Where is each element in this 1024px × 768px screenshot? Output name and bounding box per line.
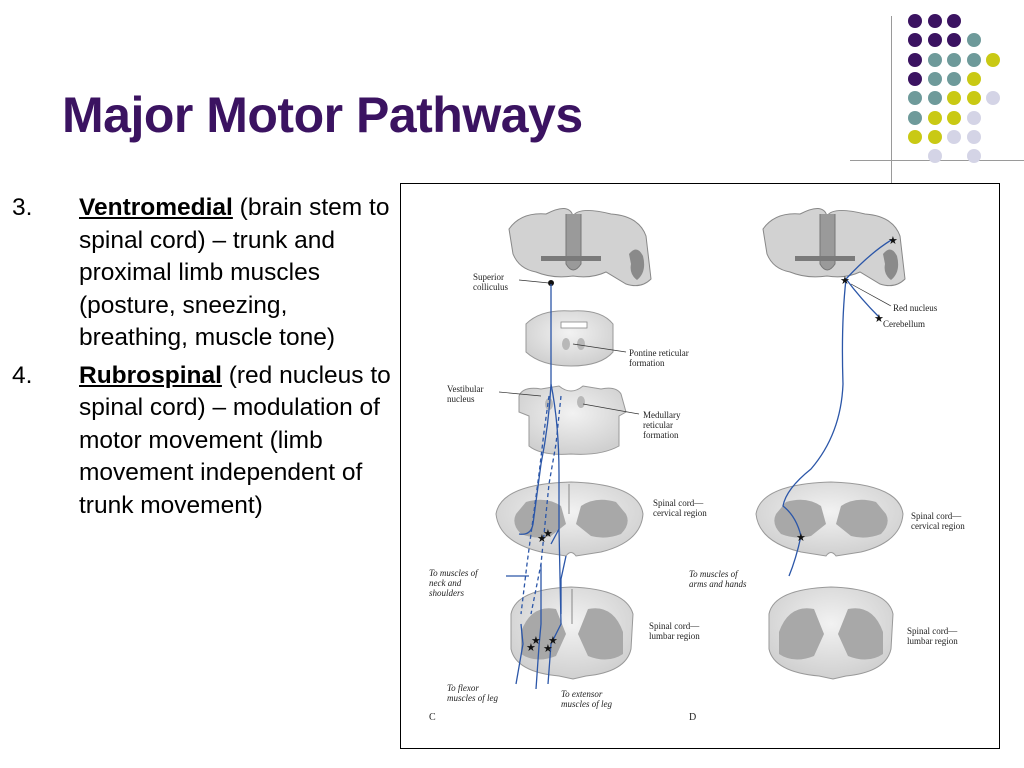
panel-letter-d: D — [689, 712, 696, 723]
decorative-dot — [966, 33, 981, 48]
leader-lines-c — [498, 279, 640, 415]
bullet-item-ventromedial: 3. Ventromedial (brain stem to spinal co… — [12, 192, 396, 355]
pathway-diagram: ★ ★ ★ ★ ★ ★ Superior colliculus Pontine … — [429, 208, 965, 723]
star-marker: ★ — [796, 531, 806, 544]
star-marker: ★ — [531, 634, 541, 647]
decorative-dot — [966, 149, 981, 164]
bullet-text: (red nucleus to spinal cord) – modulatio… — [79, 361, 391, 519]
decorative-dot — [908, 33, 922, 48]
bullet-number: 3. — [12, 194, 33, 221]
bullet-term: Ventromedial — [79, 194, 233, 221]
medulla-section-c — [518, 385, 627, 455]
decorative-vertical-line — [891, 16, 892, 184]
label-pontine-reticular-formation: Pontine reticular formation — [629, 348, 691, 368]
star-marker: ★ — [548, 634, 558, 647]
bullet-term: Rubrospinal — [79, 361, 222, 389]
lumbar-cord-section-c — [510, 586, 634, 680]
panel-letter-c: C — [429, 712, 436, 723]
decorative-dot — [908, 110, 922, 125]
cervical-cord-section-d — [755, 481, 904, 557]
decorative-dot — [927, 110, 942, 125]
decorative-dot — [927, 149, 942, 164]
decorative-dot — [927, 129, 942, 144]
label-lumbar-region-c: Spinal cord— lumbar region — [649, 621, 702, 641]
decorative-dot — [966, 91, 981, 106]
decorative-dot — [947, 129, 961, 144]
decorative-dot — [947, 91, 961, 106]
decorative-dot — [947, 52, 961, 67]
label-medullary-reticular-formation: Medullary reticular formation — [643, 410, 683, 440]
bullet-text: (brain stem to spinal cord) – trunk and … — [79, 194, 390, 351]
decorative-dot — [908, 52, 922, 67]
decorative-dot — [986, 91, 1000, 106]
star-marker: ★ — [874, 312, 884, 325]
label-neck-shoulders: To muscles of neck and shoulders — [429, 568, 480, 598]
star-marker: ★ — [543, 642, 553, 655]
leader-lines-d — [850, 283, 892, 307]
label-red-nucleus: Red nucleus — [893, 303, 938, 313]
decorative-dot — [947, 110, 961, 125]
decorative-dot — [966, 71, 981, 86]
label-vestibular-nucleus: Vestibular nucleus — [447, 384, 486, 404]
decorative-dot — [966, 129, 981, 144]
label-lumbar-region-d: Spinal cord— lumbar region — [907, 626, 960, 646]
label-flexor-muscles: To flexor muscles of leg — [447, 683, 498, 703]
label-cervical-region-d: Spinal cord— cervical region — [911, 511, 965, 531]
decorative-dot — [986, 52, 1000, 67]
bullet-number: 4. — [12, 361, 33, 389]
star-marker: ★ — [888, 234, 898, 247]
decorative-dot — [966, 110, 981, 125]
star-marker: ★ — [537, 532, 547, 545]
label-cerebellum: Cerebellum — [883, 319, 925, 329]
decorative-dot — [966, 52, 981, 67]
decorative-dot — [927, 14, 942, 28]
bullet-list: 3. Ventromedial (brain stem to spinal co… — [12, 192, 396, 527]
motor-pathways-figure: ★ ★ ★ ★ ★ ★ Superior colliculus Pontine … — [400, 183, 1000, 749]
decorative-dot — [927, 52, 942, 67]
decorative-dot — [947, 14, 961, 28]
cervical-cord-section-c — [495, 481, 644, 557]
label-arms-hands: To muscles of arms and hands — [689, 569, 747, 589]
star-marker: ★ — [526, 641, 536, 654]
decorative-dot — [908, 14, 922, 28]
star-marker: ★ — [543, 527, 553, 540]
midbrain-section-c — [508, 208, 652, 287]
pons-section-c — [525, 310, 614, 367]
rubrospinal-pathway — [782, 238, 894, 577]
lumbar-cord-section-d — [768, 586, 894, 680]
decorative-dot — [947, 71, 961, 86]
midbrain-section-d — [762, 208, 906, 287]
slide-title: Major Motor Pathways — [62, 87, 583, 143]
star-marker: ★ — [840, 274, 850, 287]
decorative-dot — [908, 71, 922, 86]
label-extensor-muscles: To extensor muscles of leg — [561, 689, 612, 709]
decorative-dot — [927, 71, 942, 86]
decorative-dot — [908, 129, 922, 144]
superior-colliculus-marker — [548, 280, 554, 286]
ventromedial-pathway — [506, 284, 567, 690]
decorative-dot — [908, 91, 922, 106]
decorative-dot — [927, 33, 942, 48]
decorative-dot — [927, 91, 942, 106]
label-superior-colliculus: Superior colliculus — [473, 272, 508, 292]
decorative-dot — [947, 33, 961, 48]
bullet-item-rubrospinal: 4. Rubrospinal (red nucleus to spinal co… — [12, 360, 396, 523]
label-cervical-region-c: Spinal cord— cervical region — [653, 498, 707, 518]
